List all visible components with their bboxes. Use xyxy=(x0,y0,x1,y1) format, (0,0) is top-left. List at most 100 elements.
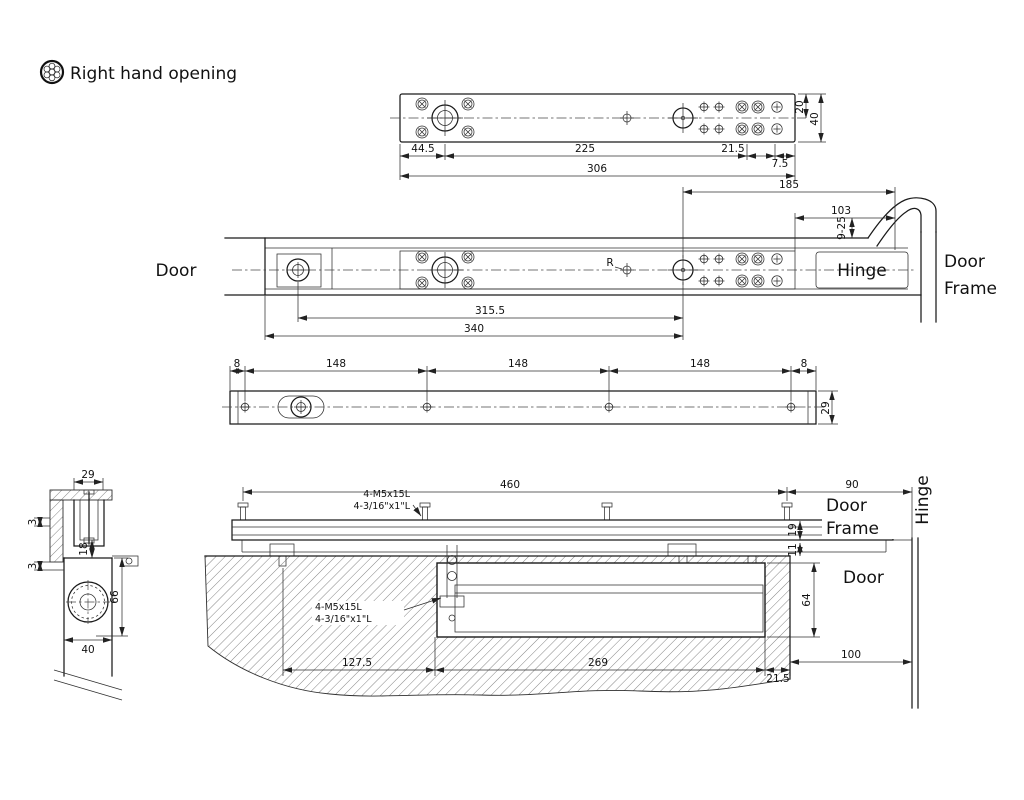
door-label: Door xyxy=(843,568,884,588)
screw-icon xyxy=(751,252,765,266)
screw-icon xyxy=(751,274,765,288)
dim-3-bottom: 3 xyxy=(27,563,39,570)
screw-spec-top-line2: 4-3/16"x1"L xyxy=(353,501,410,512)
hinge-zone-box xyxy=(815,251,909,289)
screw-icon xyxy=(781,502,793,508)
radius-label: R xyxy=(606,257,613,269)
dim-29: 29 xyxy=(81,469,94,481)
hole-icon xyxy=(713,275,725,287)
dim-340: 340 xyxy=(464,323,484,335)
spindle-hole-icon xyxy=(426,251,464,289)
dim-8-left: 8 xyxy=(234,358,241,370)
dim-148-1: 148 xyxy=(326,358,346,370)
dim-225: 225 xyxy=(575,143,595,155)
door-section xyxy=(204,537,919,709)
door-label: Door xyxy=(156,261,197,281)
crosshair-hole-icon xyxy=(667,102,699,134)
screw-icon xyxy=(771,123,783,135)
slide-rail-view: 8 148 148 148 8 29 xyxy=(222,358,838,425)
slot-icon xyxy=(277,395,325,419)
rail-trolley xyxy=(269,543,295,557)
screw-icon xyxy=(751,100,765,114)
hole-icon xyxy=(713,253,725,265)
hole-icon xyxy=(698,275,710,287)
hole-icon xyxy=(698,101,710,113)
hinge-label: Hinge xyxy=(913,475,933,525)
dim-21-5: 21.5 xyxy=(721,143,744,155)
hole-icon xyxy=(239,401,251,413)
jamb-cross-section-view: 29 3 3 18 66 40 xyxy=(27,469,139,701)
screw-icon xyxy=(461,250,475,264)
closer-mortise-cavity xyxy=(436,562,766,638)
screw-icon xyxy=(771,275,783,287)
screw-icon xyxy=(419,502,431,508)
frame-and-screws xyxy=(231,502,894,573)
plate-features xyxy=(415,97,783,139)
dim-306: 306 xyxy=(587,163,607,175)
installation-section-view: Door Frame Door Hinge 4-M5x15L 4-3/16"x1… xyxy=(204,475,933,709)
plan-view-door-closer: R Hinge Door Door Frame 185 xyxy=(156,179,997,340)
screw-icon xyxy=(735,122,749,136)
hole-icon xyxy=(698,123,710,135)
screw-icon xyxy=(771,101,783,113)
hole-icon xyxy=(785,401,797,413)
rail-features xyxy=(239,395,797,419)
screw-icon xyxy=(771,253,783,265)
plan-labels: Door Door Frame xyxy=(156,252,997,299)
door-frame-label-line1: Door xyxy=(944,252,985,272)
screw-icon xyxy=(237,502,249,508)
spindle-hole-icon xyxy=(426,99,464,137)
screw-spec-bottom-line1: 4-M5x15L xyxy=(315,602,362,613)
dim-460: 460 xyxy=(500,479,520,491)
dim-148-2: 148 xyxy=(508,358,528,370)
page-title: Right hand opening xyxy=(70,64,237,84)
screw-icon xyxy=(415,250,429,264)
arm-roller-icon xyxy=(447,571,457,581)
dim-127-5: 127.5 xyxy=(342,657,372,669)
section-profile xyxy=(49,489,139,701)
dim-8-right: 8 xyxy=(801,358,808,370)
plan-outline xyxy=(224,197,937,323)
hole-icon xyxy=(713,123,725,135)
dim-19: 19 xyxy=(787,523,799,536)
screw-icon xyxy=(461,97,475,111)
dim-7-5: 7.5 xyxy=(772,158,789,170)
dim-18: 18 xyxy=(78,542,90,555)
screw-spec-bottom-line2: 4-3/16"x1"L xyxy=(315,614,372,625)
dim-269: 269 xyxy=(588,657,608,669)
arm-roller-icon xyxy=(447,555,457,565)
closer-body xyxy=(454,584,764,633)
screw-icon xyxy=(461,125,475,139)
dim-315-5: 315.5 xyxy=(475,305,505,317)
dim-44-5: 44.5 xyxy=(411,143,434,155)
screw-icon xyxy=(751,122,765,136)
section-dimensions: 29 3 3 18 66 40 xyxy=(27,469,128,656)
hole-icon xyxy=(713,101,725,113)
hinge-label: Hinge xyxy=(837,261,887,281)
frame-seal-profile xyxy=(867,197,937,239)
hand-direction-icon xyxy=(39,59,65,85)
rail-outline xyxy=(222,390,824,425)
screw-icon xyxy=(735,274,749,288)
section-dimensions: 460 90 19 11 64 127.5 269 21.5 100 xyxy=(242,479,913,685)
legend-header: Right hand opening xyxy=(39,59,237,85)
screw-icon xyxy=(415,97,429,111)
rail-screw-icon xyxy=(290,396,312,418)
door-frame-label-line2: Frame xyxy=(826,519,879,539)
screw-icon xyxy=(601,502,613,508)
screw-icon xyxy=(415,276,429,290)
dim-40: 40 xyxy=(809,112,821,125)
top-view-mounting-plate: 44.5 225 21.5 7.5 306 20 40 xyxy=(390,93,826,180)
dim-9-25: 9-25 xyxy=(836,216,848,240)
screw-icon xyxy=(735,100,749,114)
dim-103: 103 xyxy=(831,205,851,217)
screw-icon xyxy=(461,276,475,290)
plate-dimensions: 44.5 225 21.5 7.5 306 20 40 xyxy=(399,93,826,180)
hole-icon xyxy=(421,401,433,413)
screw-icon xyxy=(415,125,429,139)
dim-11: 11 xyxy=(787,543,799,556)
dim-66: 66 xyxy=(109,590,121,604)
dim-3-top: 3 xyxy=(27,519,39,526)
dim-20: 20 xyxy=(794,100,806,113)
